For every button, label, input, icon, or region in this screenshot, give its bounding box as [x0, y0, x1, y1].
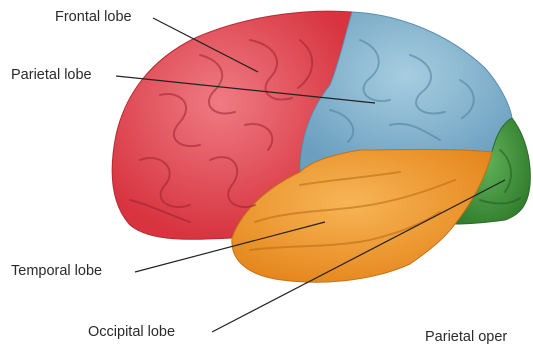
parietal-operculum-label: Parietal oper [425, 330, 507, 345]
occipital-lobe-label: Occipital lobe [88, 325, 175, 340]
parietal-lobe-label: Parietal lobe [11, 68, 92, 83]
frontal-lobe-label: Frontal lobe [55, 10, 132, 25]
temporal-lobe-label: Temporal lobe [11, 264, 102, 279]
